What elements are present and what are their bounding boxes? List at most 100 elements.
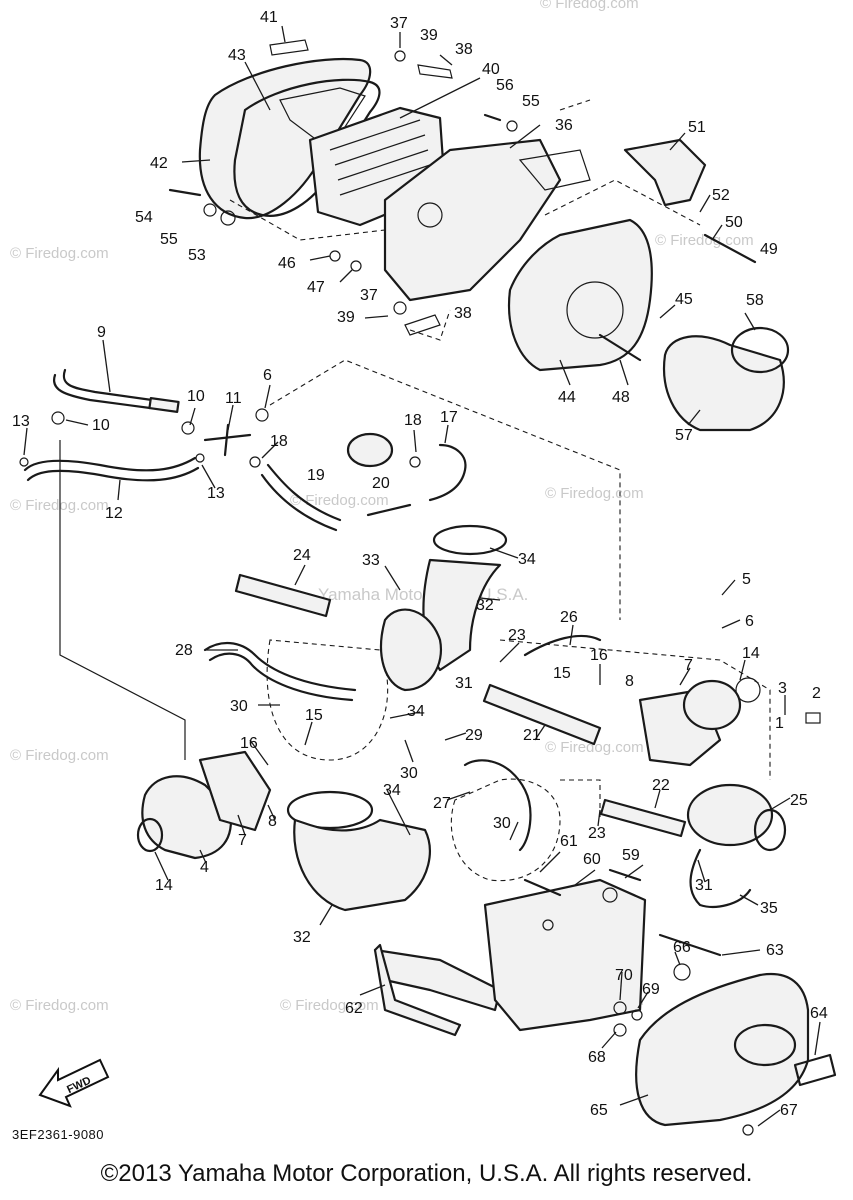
callout-20: 20 bbox=[372, 475, 390, 492]
leader bbox=[65, 419, 89, 426]
hose-guide bbox=[499, 639, 771, 780]
cover-emblem bbox=[733, 1023, 797, 1067]
callout-53: 53 bbox=[188, 247, 206, 264]
vacuum-hose bbox=[266, 463, 342, 522]
clip bbox=[51, 411, 65, 425]
callout-14: 14 bbox=[155, 877, 173, 894]
leader bbox=[309, 255, 331, 261]
callout-43: 43 bbox=[228, 47, 246, 64]
breather-hose bbox=[52, 373, 152, 410]
callout-27: 27 bbox=[433, 795, 451, 812]
carb-adapter bbox=[141, 775, 233, 860]
callout-35: 35 bbox=[760, 900, 778, 917]
callout-62: 62 bbox=[345, 1000, 363, 1017]
callout-30: 30 bbox=[493, 815, 511, 832]
carb-adapter bbox=[682, 679, 742, 731]
vacuum-fitting bbox=[346, 432, 394, 468]
callout-47: 47 bbox=[307, 279, 325, 296]
callout-61: 61 bbox=[560, 833, 578, 850]
bolt-head bbox=[631, 1009, 643, 1021]
nut bbox=[613, 1023, 627, 1037]
case-bracket bbox=[518, 149, 591, 191]
leader bbox=[264, 384, 271, 409]
leader bbox=[711, 224, 723, 241]
callout-18: 18 bbox=[404, 412, 422, 429]
breather-hose-edge bbox=[62, 368, 154, 402]
leader bbox=[539, 851, 561, 873]
leader bbox=[23, 427, 28, 456]
clip bbox=[19, 457, 29, 467]
callout-6: 6 bbox=[745, 613, 754, 630]
callout-22: 22 bbox=[652, 777, 670, 794]
grommet bbox=[220, 210, 236, 226]
leader bbox=[619, 359, 629, 386]
watermark: © Firedog.com bbox=[280, 997, 379, 1014]
mounting-plate bbox=[483, 878, 647, 1032]
callout-21: 21 bbox=[523, 727, 541, 744]
clip bbox=[255, 408, 269, 422]
callout-11: 11 bbox=[225, 390, 242, 407]
leader bbox=[261, 441, 279, 459]
callout-9: 9 bbox=[97, 324, 106, 341]
callout-55: 55 bbox=[522, 93, 540, 110]
watermark: © Firedog.com bbox=[10, 497, 109, 514]
leader bbox=[757, 1109, 781, 1127]
callout-7: 7 bbox=[684, 657, 693, 674]
carburetor-outline bbox=[266, 639, 389, 761]
callout-7: 7 bbox=[238, 832, 247, 849]
callout-16: 16 bbox=[240, 735, 258, 752]
leader bbox=[304, 721, 313, 746]
watermark: © Firedog.com bbox=[10, 997, 109, 1014]
callout-45: 45 bbox=[675, 291, 693, 308]
plate-hole bbox=[542, 919, 554, 931]
pipe bbox=[599, 798, 687, 838]
watermark: © Firedog.com bbox=[10, 747, 109, 764]
plate bbox=[417, 64, 453, 79]
air-cleaner-element-frame bbox=[279, 87, 366, 151]
o-ring bbox=[136, 817, 164, 853]
callout-30: 30 bbox=[400, 765, 418, 782]
callout-32: 32 bbox=[293, 929, 311, 946]
leader bbox=[679, 667, 691, 686]
leader bbox=[181, 159, 211, 163]
leader bbox=[249, 739, 269, 766]
leader bbox=[744, 312, 756, 331]
leader bbox=[814, 1021, 821, 1056]
callout-42: 42 bbox=[150, 155, 168, 172]
bolt-head bbox=[329, 250, 341, 262]
bracket-arm bbox=[373, 943, 462, 1037]
callout-59: 59 bbox=[622, 847, 640, 864]
leader bbox=[699, 194, 711, 213]
leader bbox=[294, 564, 306, 586]
callout-65: 65 bbox=[590, 1102, 608, 1119]
leader bbox=[624, 864, 644, 879]
callout-6: 6 bbox=[263, 367, 272, 384]
leader bbox=[389, 711, 421, 719]
callout-56: 56 bbox=[496, 77, 514, 94]
fwd-arrow: FWD bbox=[38, 1058, 110, 1108]
leader bbox=[697, 859, 706, 883]
leader bbox=[721, 949, 761, 956]
watermark: © Firedog.com bbox=[545, 739, 644, 756]
hose bbox=[463, 759, 532, 852]
fwd-arrow-icon bbox=[38, 1058, 110, 1108]
callout-13: 13 bbox=[207, 485, 225, 502]
cap bbox=[805, 712, 821, 724]
callout-8: 8 bbox=[268, 813, 277, 830]
air-filter-pleats bbox=[329, 119, 431, 196]
leader bbox=[189, 407, 196, 426]
callout-26: 26 bbox=[560, 609, 578, 626]
hose bbox=[23, 456, 197, 472]
carb-joint bbox=[380, 608, 443, 692]
callout-63: 63 bbox=[766, 942, 784, 959]
leader bbox=[489, 547, 519, 559]
leader bbox=[117, 479, 121, 501]
leader bbox=[739, 659, 746, 681]
lower-assembly bbox=[373, 868, 837, 1136]
leader bbox=[199, 849, 207, 864]
callout-34: 34 bbox=[407, 703, 425, 720]
intake-assembly bbox=[136, 524, 821, 912]
bolt bbox=[523, 878, 562, 897]
joint-clamp bbox=[286, 790, 374, 830]
callout-1: 1 bbox=[775, 715, 784, 732]
